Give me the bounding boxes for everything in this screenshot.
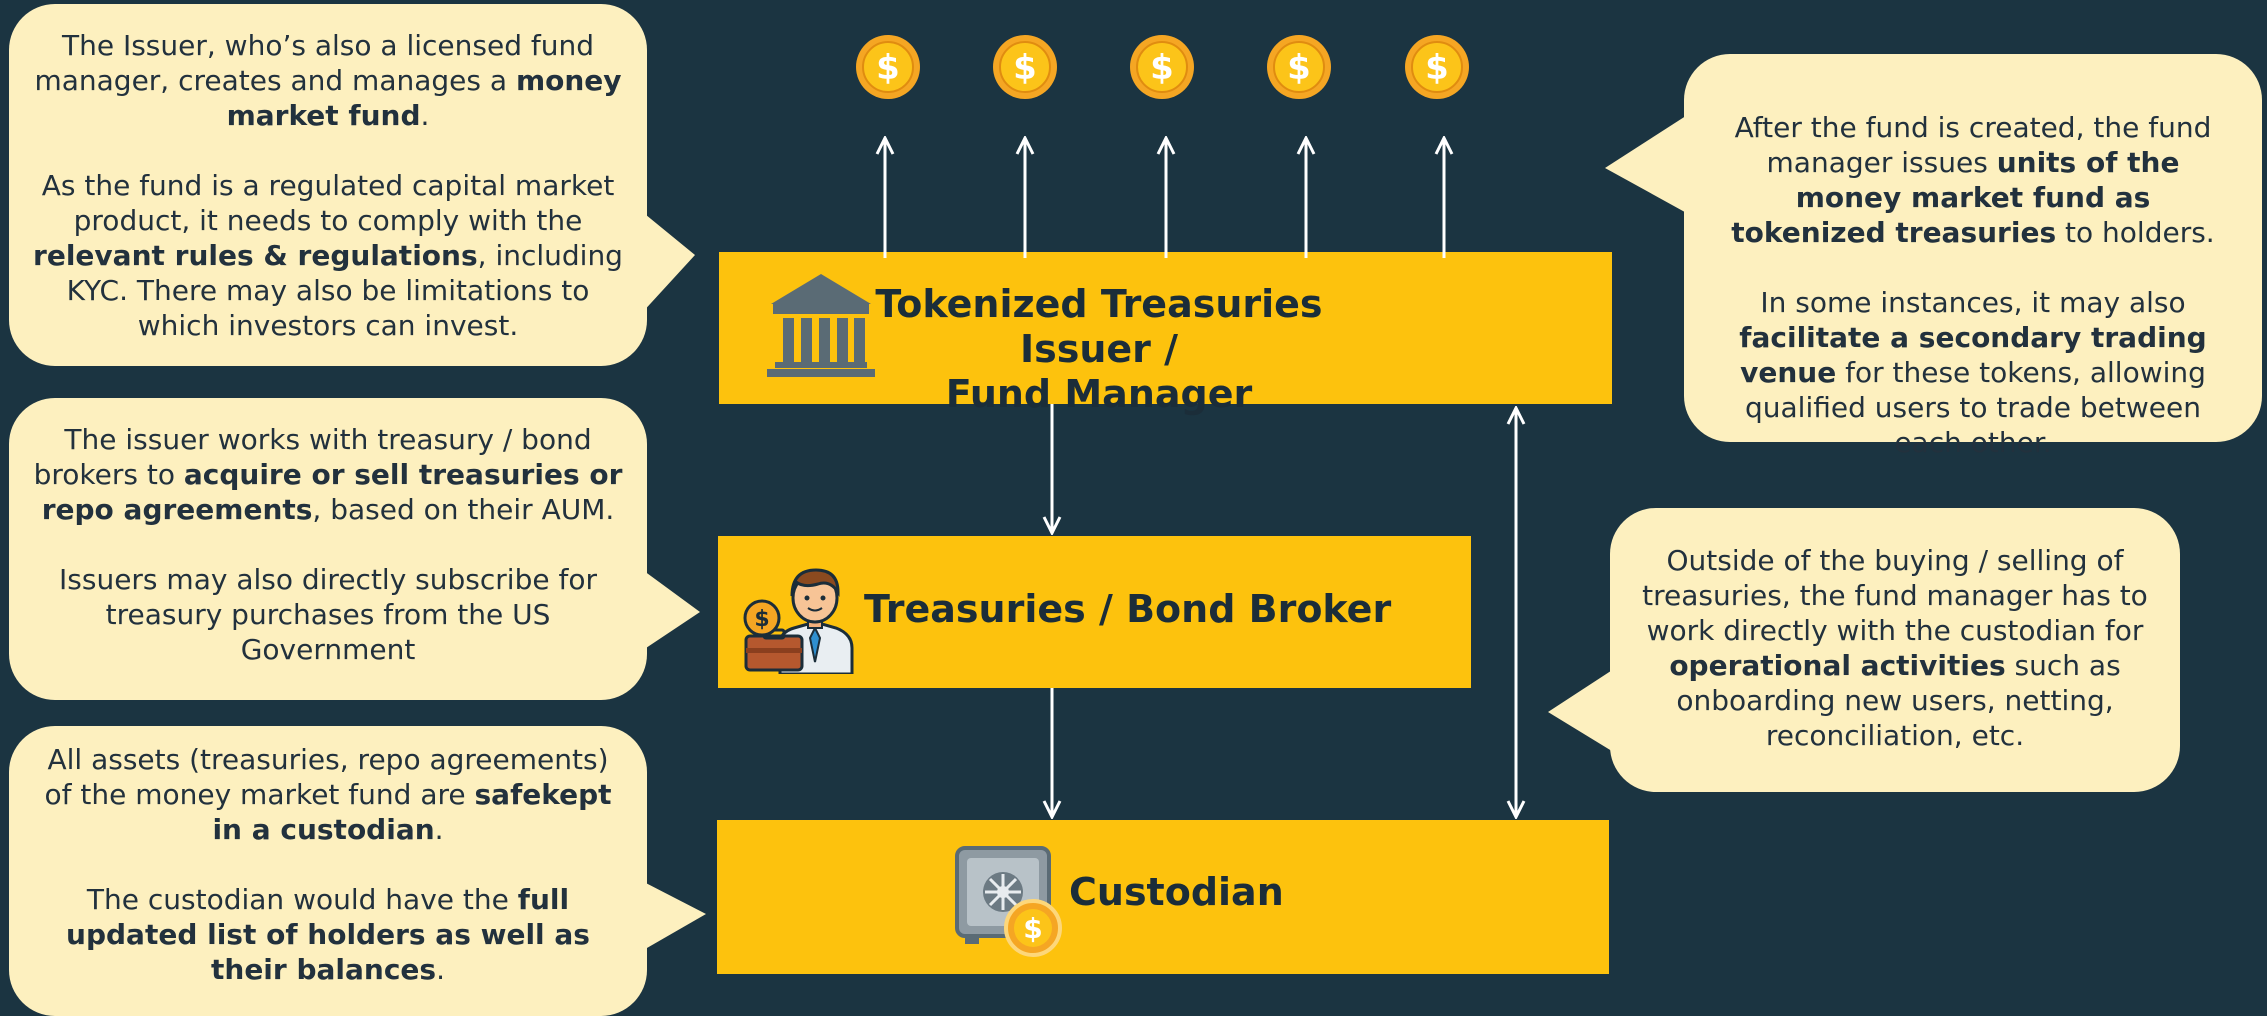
custodian-box-title: Custodian (1069, 870, 1284, 914)
dollar-coin-icon: $ (1267, 35, 1331, 99)
text-run: In some instances, it may also (1760, 286, 2186, 319)
bubble-paragraph: Outside of the buying / selling of treas… (1636, 543, 2154, 753)
bubble-paragraph: The issuer works with treasury / bond br… (31, 422, 625, 527)
bubble-paragraph: In some instances, it may also facilitat… (1714, 285, 2232, 460)
text-run: . (436, 953, 445, 986)
bank-icon (767, 274, 875, 377)
bold-text: units of the money market fund as tokeni… (1731, 146, 2180, 249)
connector-overlay (640, 112, 1692, 952)
svg-text:$: $ (1287, 48, 1311, 88)
text-run: The issuer works with treasury / bond br… (33, 423, 592, 491)
custodian-bubble-tail (640, 880, 706, 952)
text-run: . (434, 813, 444, 846)
bold-text: operational activities (1669, 649, 2006, 682)
text-run: Outside of the buying / selling of treas… (1642, 544, 2148, 647)
text-run: for these tokens, allowing qualified use… (1745, 356, 2206, 459)
token-issuance-bubble: After the fund is created, the fund mana… (1684, 54, 2262, 459)
text-run: All assets (treasuries, repo agreements)… (44, 743, 609, 811)
token-bubble-tail (1605, 112, 1692, 216)
svg-text:$: $ (1023, 912, 1042, 945)
issuer-box-title: Tokenized Treasuries Issuer / Fund Manag… (869, 282, 1329, 417)
bubble-paragraph: The custodian would have the full update… (31, 882, 625, 987)
svg-text:$: $ (1150, 48, 1174, 88)
text-run: such as onboarding new users, netting, r… (1676, 649, 2121, 752)
custodian-box: $ Custodian (717, 820, 1609, 974)
custodian-description-bubble: All assets (treasuries, repo agreements)… (9, 726, 647, 1016)
text-run: , including KYC. There may also be limit… (66, 239, 623, 342)
dollar-coin-icon: $ (1405, 35, 1469, 99)
broker-bubble-tail (640, 568, 700, 652)
broker-description-bubble: The issuer works with treasury / bond br… (9, 398, 647, 700)
issuer-box: Tokenized Treasuries Issuer / Fund Manag… (719, 252, 1612, 416)
bold-text: money market fund (226, 64, 622, 132)
operations-bubble: Outside of the buying / selling of treas… (1610, 508, 2180, 792)
text-run: The Issuer, who’s also a licensed fund m… (34, 29, 594, 97)
svg-text:$: $ (754, 607, 769, 632)
text-run: The custodian would have the (86, 883, 518, 916)
operations-bubble-tail (1548, 665, 1620, 756)
broker-box-title: Treasuries / Bond Broker (864, 587, 1392, 631)
issuer-description-bubble: The Issuer, who’s also a licensed fund m… (9, 4, 647, 366)
text-run: , based on their AUM. (312, 493, 615, 526)
issuer-title-line2: Fund Manager (945, 372, 1253, 416)
bubble-paragraph: The Issuer, who’s also a licensed fund m… (31, 28, 625, 133)
text-run: Issuers may also directly subscribe for … (59, 563, 597, 666)
dollar-coin-icon: $ (856, 35, 920, 99)
bubble-paragraph: All assets (treasuries, repo agreements)… (31, 742, 625, 847)
bold-text: acquire or sell treasuries or repo agree… (41, 458, 623, 526)
bold-text: relevant rules & regulations (33, 239, 478, 272)
bubble-paragraph: After the fund is created, the fund mana… (1714, 110, 2232, 250)
dollar-coin-icon: $ (1130, 35, 1194, 99)
issuer-title-line1: Tokenized Treasuries Issuer / (875, 282, 1323, 371)
broker-box: $ Treasuries / Bond Broker (718, 536, 1471, 688)
dollar-coin-icon: $ (993, 35, 1057, 99)
text-run: to holders. (2056, 216, 2215, 249)
safe-icon: $ (955, 846, 1062, 957)
issuer-bubble-tail (640, 210, 695, 315)
bubble-paragraph: Issuers may also directly subscribe for … (31, 562, 625, 667)
bold-text: safekept in a custodian (212, 778, 612, 846)
svg-text:$: $ (1013, 48, 1037, 88)
broker-person-icon: $ (743, 568, 854, 674)
text-run: After the fund is created, the fund mana… (1734, 111, 2212, 179)
svg-text:$: $ (876, 48, 900, 88)
bubble-paragraph: As the fund is a regulated capital marke… (31, 168, 625, 343)
bold-text: facilitate a secondary trading venue (1739, 321, 2207, 389)
bold-text: full updated list of holders as well as … (66, 883, 590, 986)
text-run: As the fund is a regulated capital marke… (41, 169, 615, 237)
svg-text:$: $ (1425, 48, 1449, 88)
text-run: . (420, 99, 430, 132)
